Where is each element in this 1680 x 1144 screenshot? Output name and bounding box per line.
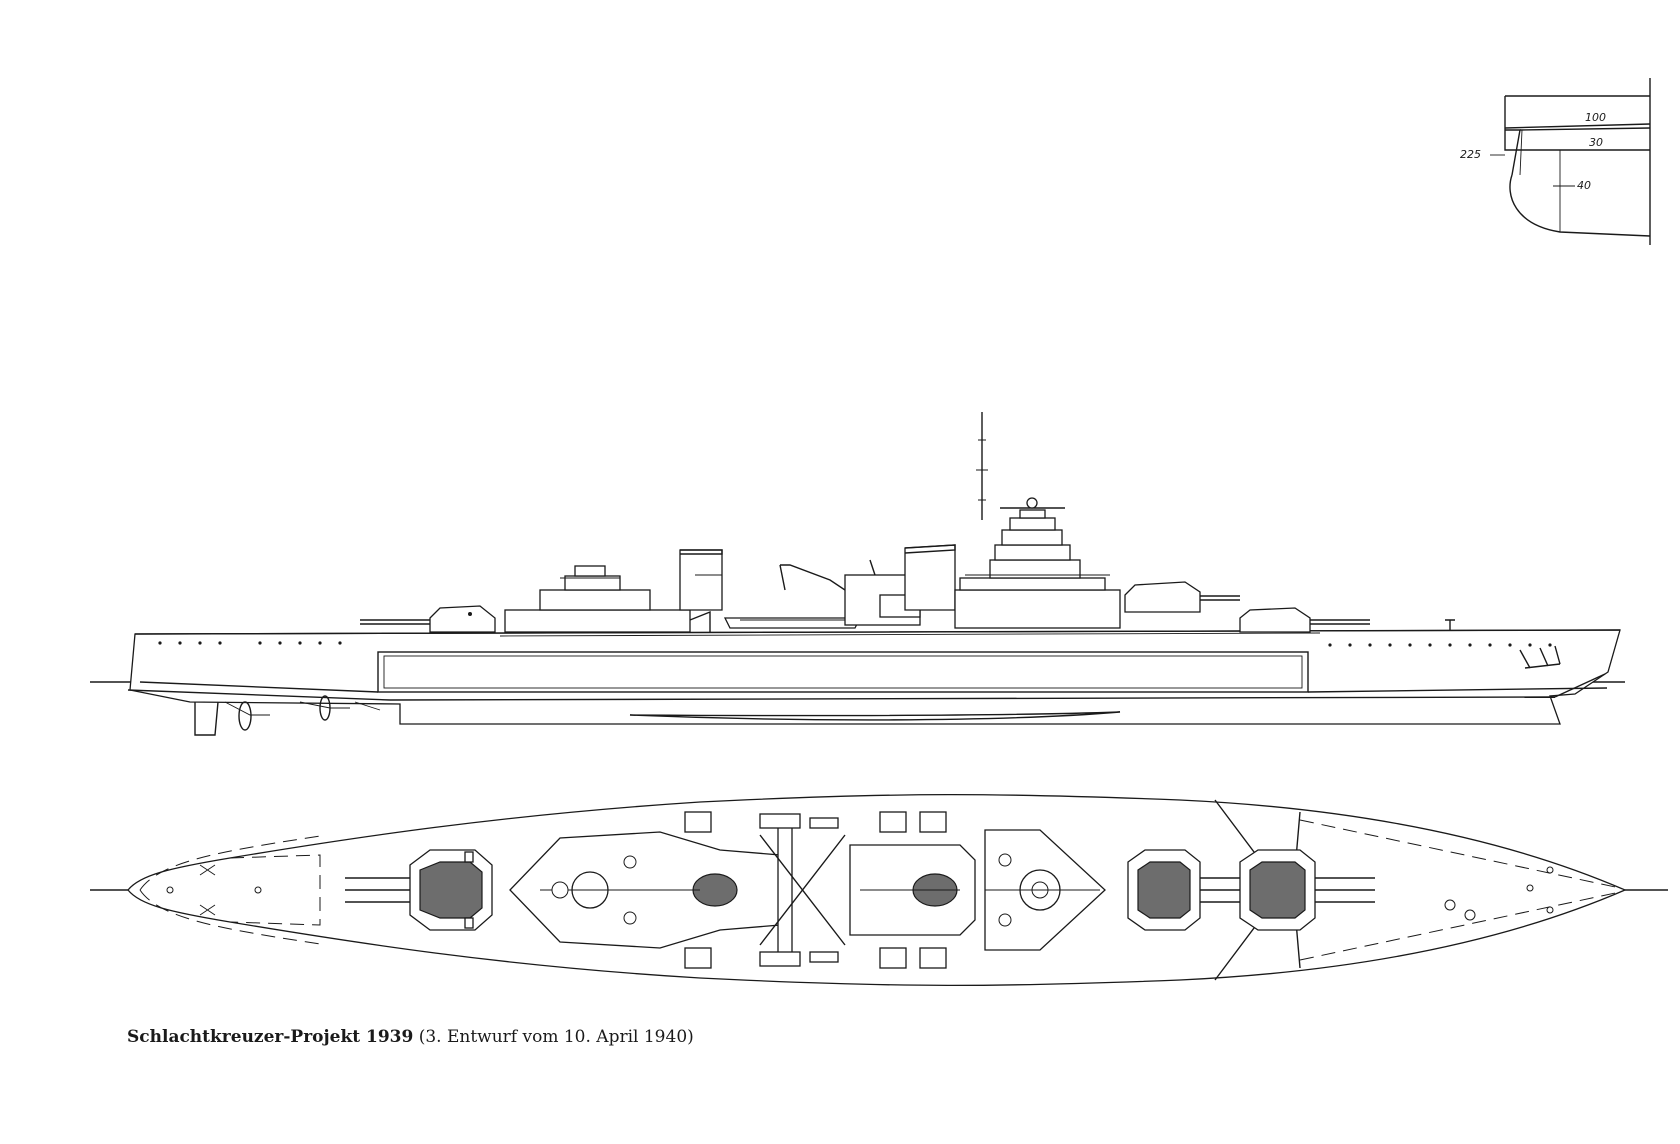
caption-title: Schlachtkreuzer-Projekt 1939	[127, 1027, 414, 1047]
aft-turret-side	[360, 605, 496, 633]
bridge-tower	[954, 412, 1121, 629]
side-elevation-view	[90, 412, 1625, 736]
portholes-row	[158, 641, 1552, 647]
forward-turret-b-plan	[1127, 849, 1240, 931]
catapult-plan	[759, 813, 846, 967]
armor-label-belt: 225	[1460, 148, 1481, 161]
caption-subtitle: (3. Entwurf vom 10. April 1940)	[418, 1027, 694, 1047]
armor-label-lower: 40	[1577, 179, 1591, 192]
forward-turret-a-plan	[1239, 849, 1375, 931]
aft-superstructure	[504, 565, 711, 633]
forward-turret-b	[1124, 581, 1240, 613]
midship-plan	[849, 844, 976, 936]
forward-turret-a	[1239, 607, 1370, 633]
aft-funnel	[679, 549, 723, 611]
forward-funnel	[904, 544, 956, 611]
secondary-mounts	[684, 811, 947, 969]
armor-label-deck: 100	[1585, 111, 1606, 124]
drawing-caption: Schlachtkreuzer-Projekt 1939 (3. Entwurf…	[127, 1027, 694, 1047]
aft-turret-plan	[345, 849, 493, 931]
aft-superstructure-plan	[509, 831, 781, 949]
bridge-plan	[984, 829, 1106, 951]
armor-label-upper: 30	[1589, 136, 1603, 149]
boat-deck	[723, 564, 862, 629]
plan-view	[90, 793, 1668, 987]
armor-section-diagram: 100 30 40 225	[1460, 78, 1651, 245]
